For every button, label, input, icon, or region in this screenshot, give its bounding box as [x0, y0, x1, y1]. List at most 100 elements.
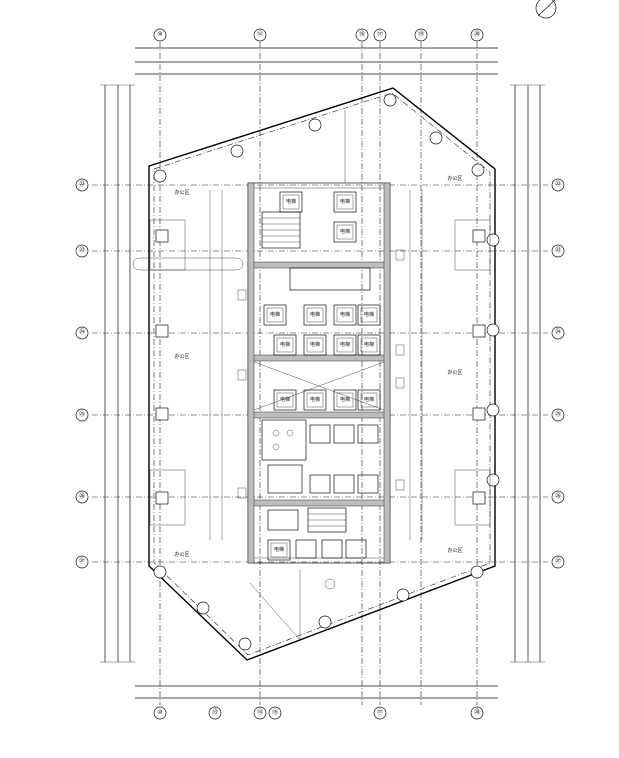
axis-bubble-label: ⑲ [418, 30, 424, 38]
elevator-label: 电梯 [286, 198, 296, 205]
axis-bubble: ⑫ [253, 28, 267, 42]
elevator-shaft: 电梯 [333, 304, 357, 326]
axis-bubble-label: ⑩ [157, 31, 162, 38]
axis-bubble-label: ㉓ [79, 246, 85, 254]
elevator-label: 电梯 [274, 546, 284, 553]
column-marker [396, 588, 410, 602]
axis-bubble-label: ㉕ [79, 410, 85, 418]
column-marker [486, 403, 500, 417]
elevator-label: 电梯 [280, 341, 290, 348]
office-area-label: 办公区 [174, 551, 189, 558]
elevator-car [295, 539, 317, 559]
elevator-shaft: 电梯 [357, 334, 381, 356]
dimension-lines [100, 47, 545, 699]
elevator-shaft: 电梯 [303, 334, 327, 356]
axis-bubble-label: ⑬ [212, 708, 218, 716]
elevator-car [333, 474, 355, 494]
office-area-label: 办公区 [447, 369, 462, 376]
column-marker [308, 118, 322, 132]
door-markers [209, 110, 423, 641]
axis-bubble: ㉖ [551, 490, 565, 504]
office-area-label: 办公区 [174, 189, 189, 196]
column-marker [486, 233, 500, 247]
axis-bubble-label: ㉔ [79, 328, 85, 336]
elevator-car [309, 474, 331, 494]
column-marker [470, 565, 484, 579]
column-marker [196, 601, 210, 615]
elevator-label: 电梯 [310, 396, 320, 403]
elevator-label: 电梯 [340, 341, 350, 348]
elevator-shaft: 电梯 [263, 304, 287, 326]
elevator-shaft: 电梯 [303, 304, 327, 326]
axis-bubble: ⑳ [470, 706, 484, 720]
elevator-shaft: 电梯 [333, 191, 357, 213]
elevator-label: 电梯 [270, 311, 280, 318]
office-area-label: 办公区 [174, 353, 189, 360]
elevator-shaft: 电梯 [273, 389, 297, 411]
axis-bubble: ㉕ [75, 408, 89, 422]
column-marker [486, 323, 500, 337]
axis-bubble-label: ㉕ [555, 410, 561, 418]
elevator-label: 电梯 [340, 396, 350, 403]
axis-bubble: ⑮ [268, 706, 282, 720]
elevator-label: 电梯 [364, 396, 374, 403]
elevator-label: 电梯 [340, 228, 350, 235]
axis-bubble: ⑲ [414, 28, 428, 42]
elevator-car [333, 424, 355, 444]
axis-bubble-label: ⑩ [157, 709, 162, 716]
building-outline [148, 87, 496, 661]
elevator-car [309, 424, 331, 444]
axis-bubble-label: ㉗ [79, 557, 85, 565]
elevator-car [357, 424, 379, 444]
axis-bubble-label: ⑰ [377, 708, 383, 716]
elevator-car [357, 474, 379, 494]
elevator-car [321, 539, 343, 559]
axis-bubble: ㉔ [75, 326, 89, 340]
axis-bubble: ㉕ [551, 408, 565, 422]
axis-bubble-label: ⑳ [474, 708, 480, 716]
axis-bubble-label: ㉖ [555, 492, 561, 500]
elevator-shaft: 电梯 [279, 191, 303, 213]
axis-bubble: ⑬ [208, 706, 222, 720]
elevator-label: 电梯 [310, 341, 320, 348]
elevator-label: 电梯 [340, 311, 350, 318]
axis-bubble: ㉔ [551, 326, 565, 340]
elevator-label: 电梯 [280, 396, 290, 403]
elevator-shaft: 电梯 [303, 389, 327, 411]
elevator-shafts: 电梯电梯电梯电梯电梯电梯电梯电梯电梯电梯电梯电梯电梯电梯电梯电梯 [263, 191, 381, 561]
elevator-label: 电梯 [310, 311, 320, 318]
perimeter-columns [153, 93, 500, 651]
axis-bubble-label: ⑳ [474, 30, 480, 38]
office-area-label: 办公区 [447, 547, 462, 554]
column-marker [383, 93, 397, 107]
axis-bubble-label: ㉓ [555, 246, 561, 254]
axis-bubble: ㉖ [75, 490, 89, 504]
office-area-label: 办公区 [447, 175, 462, 182]
elevator-shaft: 电梯 [333, 221, 357, 243]
axis-bubble: ㉒ [551, 178, 565, 192]
axis-bubble-label: ㉒ [555, 180, 561, 188]
elevator-shaft: 电梯 [333, 389, 357, 411]
elevator-shaft: 电梯 [333, 334, 357, 356]
axis-bubble: ㉓ [75, 244, 89, 258]
axis-bubble: ⑰ [373, 706, 387, 720]
elevator-label: 电梯 [364, 341, 374, 348]
axis-bubble-label: ⑰ [377, 30, 383, 38]
axis-bubble-label: ⑭ [257, 708, 263, 716]
building-core: 电梯电梯电梯电梯电梯电梯电梯电梯电梯电梯电梯电梯电梯电梯电梯电梯 [247, 182, 391, 564]
elevator-label: 电梯 [340, 198, 350, 205]
axis-bubble: ㉓ [551, 244, 565, 258]
axis-bubble: ⑩ [153, 706, 167, 720]
axis-bubble: ⑳ [470, 28, 484, 42]
axis-bubble: ㉗ [75, 555, 89, 569]
axis-bubble: ⑭ [253, 706, 267, 720]
stair-top [261, 211, 301, 249]
axis-grid-lines [92, 42, 548, 705]
axis-bubble-label: ⑯ [359, 30, 365, 38]
elevator-shaft: 电梯 [267, 539, 291, 561]
column-marker [238, 637, 252, 651]
axis-bubble-label: ㉒ [79, 180, 85, 188]
